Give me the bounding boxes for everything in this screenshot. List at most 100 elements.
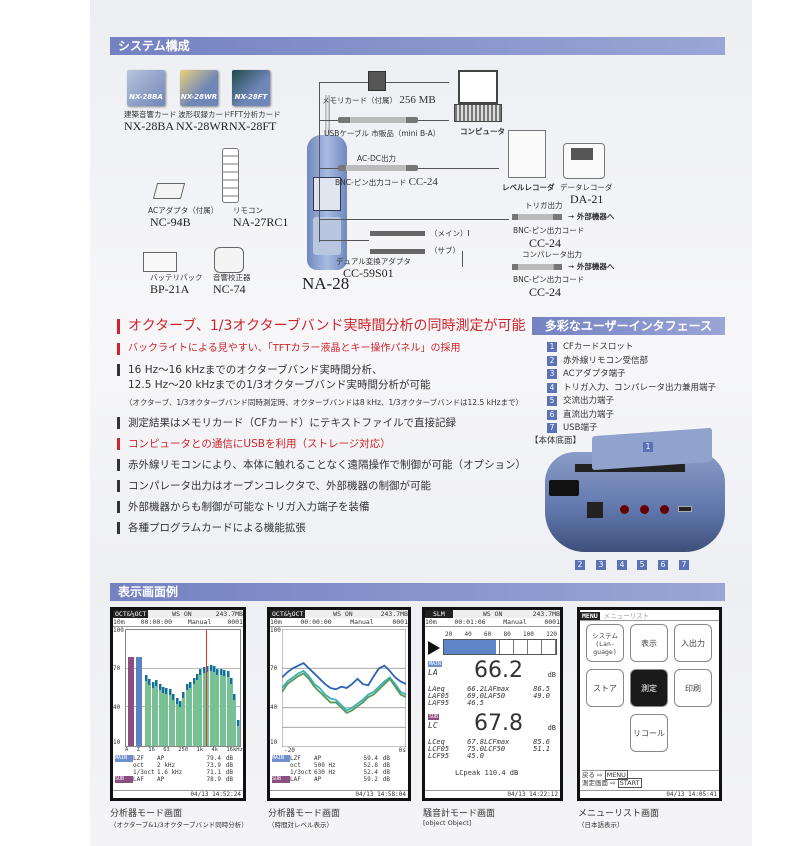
battery-model: BP-21A [150,282,190,296]
third-octave-bar [175,698,179,746]
section-header-display: 表示画面例 [110,583,725,601]
peak-readout: LCpeak 110.4 dB [455,769,519,777]
usb-cable-label: USBケーブル 市販品（mini B-A） [324,129,441,138]
card-label: 波形収録カード [178,110,231,119]
feature-title: オクターブ、1/3オクターブバンド実時間分析の同時測定が可能 [117,319,525,334]
item-number: 7 [547,423,557,433]
calibrator-model: NC-74 [213,282,246,296]
menu-button-display[interactable]: 表示 [630,624,668,662]
spectrum-chart [125,629,241,747]
card-model: NX-28FT [229,119,277,133]
level-recorder-label: レベルレコーダ [502,183,555,192]
trigger-dest: ➞ 外部機器へ [568,212,615,221]
third-octave-bar [233,694,237,746]
menu-button-recall[interactable]: リコール [630,714,668,752]
acdc-label: AC-DC出力 [357,154,396,163]
trigger-cord-label: BNC-ピン出力コード [513,226,585,235]
item-label: USB端子 [563,423,598,433]
gridline [126,667,240,669]
computer-label: コンピュータ [460,127,505,136]
third-octave-bar [158,684,162,746]
remote-model: NA-27RC1 [233,215,289,229]
third-octave-bar [223,669,227,746]
screen-caption: 分析器モード画面 [110,809,183,819]
elapsed: 00:00:00 [140,618,172,626]
screen-subcaption: （日本語表示） [578,821,624,829]
feature-item: バックライトによる見やすい、「TFTカラー液晶とキー操作パネル」の採用 [117,343,461,355]
item-number: 5 [547,396,557,406]
third-octave-bar [165,688,169,746]
feature-item: 16 Hz～16 kHzまでのオクターブバンド実時間分析、 [117,364,383,376]
feature-item: 赤外線リモコンにより、本体に触れることなく遠隔操作で制御が可能（オプション） [117,459,526,471]
item-number: 2 [547,355,557,366]
third-octave-bar [219,668,223,746]
adapter-label: ACアダプタ（付属） [148,206,219,215]
bar-a [128,657,134,746]
screen-caption: 騒音計モード画面 [423,809,496,819]
bnc-cable-image [338,165,418,171]
third-octave-bar [145,675,148,746]
feature-item: コンピュータとの通信にUSBを利用（ストレージ対応） [117,438,391,450]
menu-button-print[interactable]: 印刷 [674,669,712,707]
mode: Manual [187,618,212,626]
cf-slot [575,464,685,472]
computer-keyboard [454,104,502,122]
data-recorder-model: DA-21 [570,192,604,206]
dc-out-jack [660,505,669,514]
meter-screen [313,177,341,211]
third-octave-bar [209,664,213,746]
sound-level-meter-image [307,135,347,270]
callout-5: 5 [637,560,647,570]
comparator-cord-label: BNC-ピン出力コード [513,275,585,284]
third-octave-bar [226,671,230,746]
third-octave-bar [168,689,172,746]
menu-button-measure[interactable]: 測定 [630,669,668,707]
connection-line [468,230,469,236]
third-octave-bar [172,694,176,746]
device-bottom-image [545,452,725,552]
menu-button-store[interactable]: ストア [586,669,624,707]
third-octave-bar [148,678,152,746]
connection-line [319,219,509,220]
third-octave-bar [189,681,193,746]
third-octave-bar [192,677,196,746]
ac-out-jack [640,505,649,514]
battery-pack-image [143,252,177,272]
screen-subcaption: （オクターブ&1/3オクターブバンド同時分析） [110,821,248,829]
card-label: FFT分析カード [230,110,281,119]
third-octave-bar [199,668,203,746]
screen-title: OCT&⅓OCT [270,610,306,618]
menu-button-io[interactable]: 入出力 [674,624,712,662]
card-nx28ba-image: NX-28BA [127,70,165,106]
meter-model: NA-28 [302,274,350,293]
dual-sub-label: （サブ） [430,246,460,255]
series-line-b [282,669,406,712]
feature-item: 測定結果はメモリカード（CFカード）にテキストファイルで直接記録 [117,417,456,429]
menu-button-system[interactable]: システム (Lan-guage) [586,624,624,662]
play-indicator-icon [428,641,440,655]
third-octave-bar [179,700,182,746]
bar-z [136,657,142,746]
level-time-chart [282,629,406,747]
comparator-cord-model: CC-24 [529,285,562,299]
third-octave-bar [155,680,159,746]
trigger-label: トリガ出力 [525,201,563,210]
feature-item: 各種プログラムカードによる機能拡張 [117,522,306,534]
item-number: 3 [547,369,557,379]
calibrator-image [214,247,244,273]
screen-title: OCT&⅓OCT [113,610,149,618]
